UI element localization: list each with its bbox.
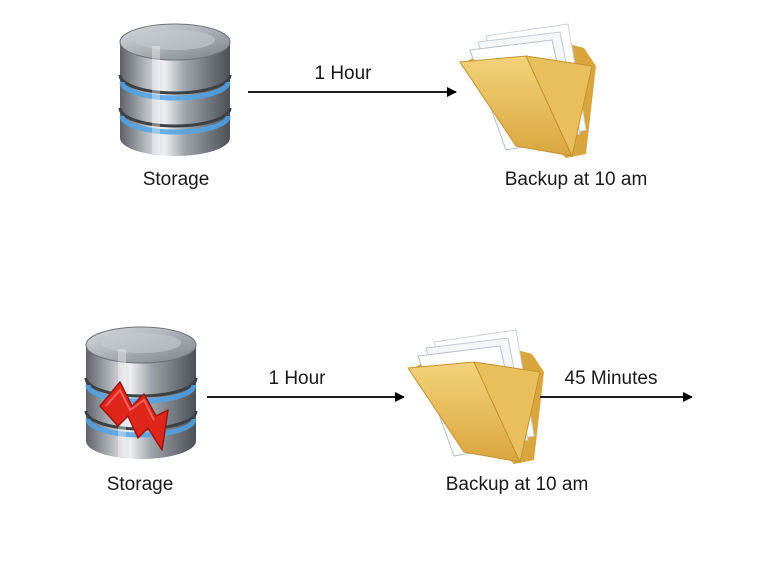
folder-icon	[407, 329, 544, 464]
storage-label: Storage	[142, 169, 210, 190]
connector-label: 1 Hour	[268, 368, 326, 389]
storage-label: Storage	[106, 474, 174, 495]
folder-icon	[459, 23, 596, 158]
backup-label: Backup at 10 am	[504, 169, 648, 190]
connector-label: 1 Hour	[314, 63, 372, 84]
after-connector-label: 45 Minutes	[564, 368, 658, 389]
lightning-bolt-icon	[99, 381, 169, 451]
database-icon	[118, 23, 232, 156]
backup-label: Backup at 10 am	[445, 474, 589, 495]
